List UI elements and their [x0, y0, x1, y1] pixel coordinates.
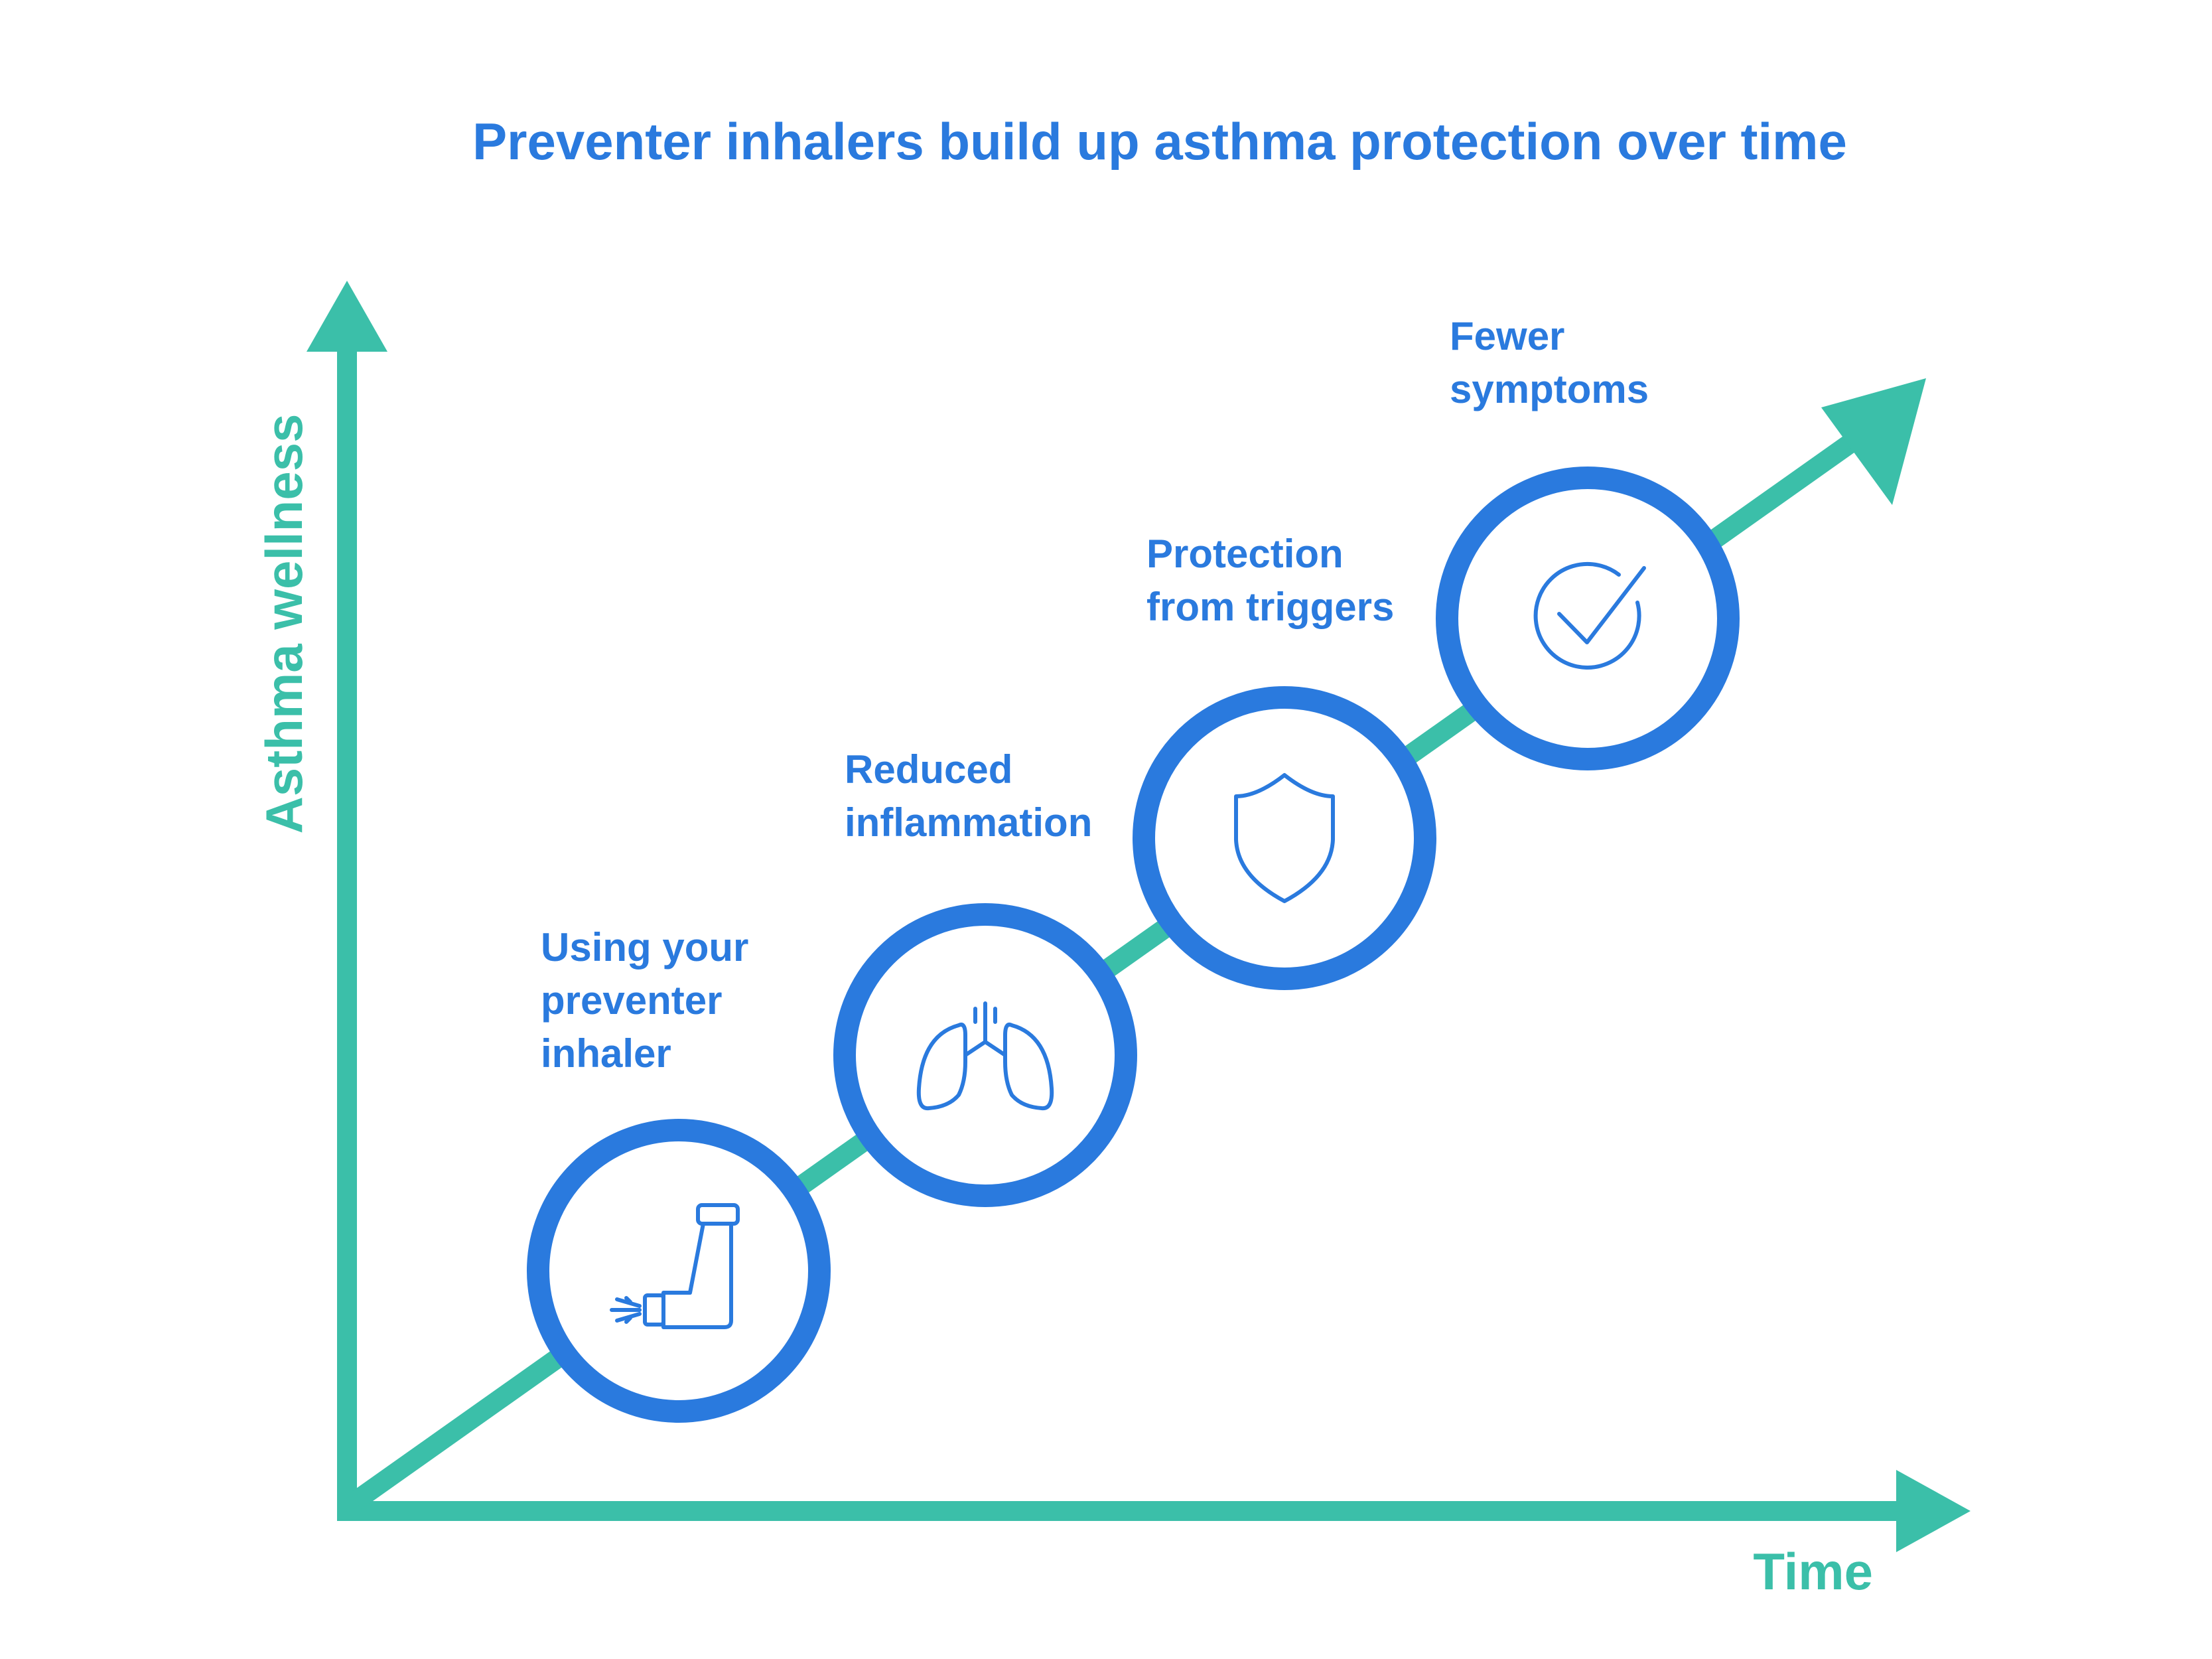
step-label-line: Protection	[1146, 532, 1344, 576]
step-label-line: Fewer	[1450, 314, 1564, 358]
lungs-icon	[916, 1001, 1054, 1111]
step-label-line: Using your	[541, 925, 748, 970]
growth-arrow-head	[1821, 378, 1926, 505]
step-label-line: Reduced	[845, 747, 1012, 792]
diagram-title: Preventer inhalers build up asthma prote…	[472, 112, 1847, 171]
step-label-line: inhaler	[541, 1031, 671, 1076]
step-reduced-inflammation: Reduced inflammation	[833, 747, 1137, 1207]
shield-icon	[1234, 773, 1335, 903]
y-axis-line	[337, 345, 357, 1521]
y-axis-label: Asthma wellness	[255, 414, 313, 834]
check-circle-icon	[1533, 561, 1646, 670]
step-using-inhaler: Using your preventer inhaler	[527, 925, 831, 1423]
step-label-line: symptoms	[1450, 367, 1649, 411]
step-fewer-symptoms: Fewer symptoms	[1436, 314, 1740, 770]
step-label: Protection from triggers	[1146, 532, 1394, 629]
step-circle	[1133, 686, 1436, 990]
inhaler-icon	[610, 1203, 740, 1329]
x-axis-arrowhead	[1896, 1470, 1970, 1552]
step-label-line: inflammation	[845, 800, 1092, 845]
x-axis-line	[337, 1501, 1916, 1521]
step-label-line: from triggers	[1146, 585, 1394, 629]
step-label: Using your preventer inhaler	[541, 925, 760, 1076]
step-circle	[833, 903, 1137, 1207]
step-label: Fewer symptoms	[1450, 314, 1649, 411]
x-axis-label: Time	[1753, 1542, 1873, 1601]
axes	[307, 281, 1970, 1552]
step-label: Reduced inflammation	[845, 747, 1092, 845]
step-protection-from-triggers: Protection from triggers	[1133, 532, 1436, 990]
step-circle	[527, 1119, 831, 1423]
step-label-line: preventer	[541, 978, 722, 1023]
y-axis-arrowhead	[307, 281, 387, 352]
step-circle	[1436, 467, 1740, 770]
